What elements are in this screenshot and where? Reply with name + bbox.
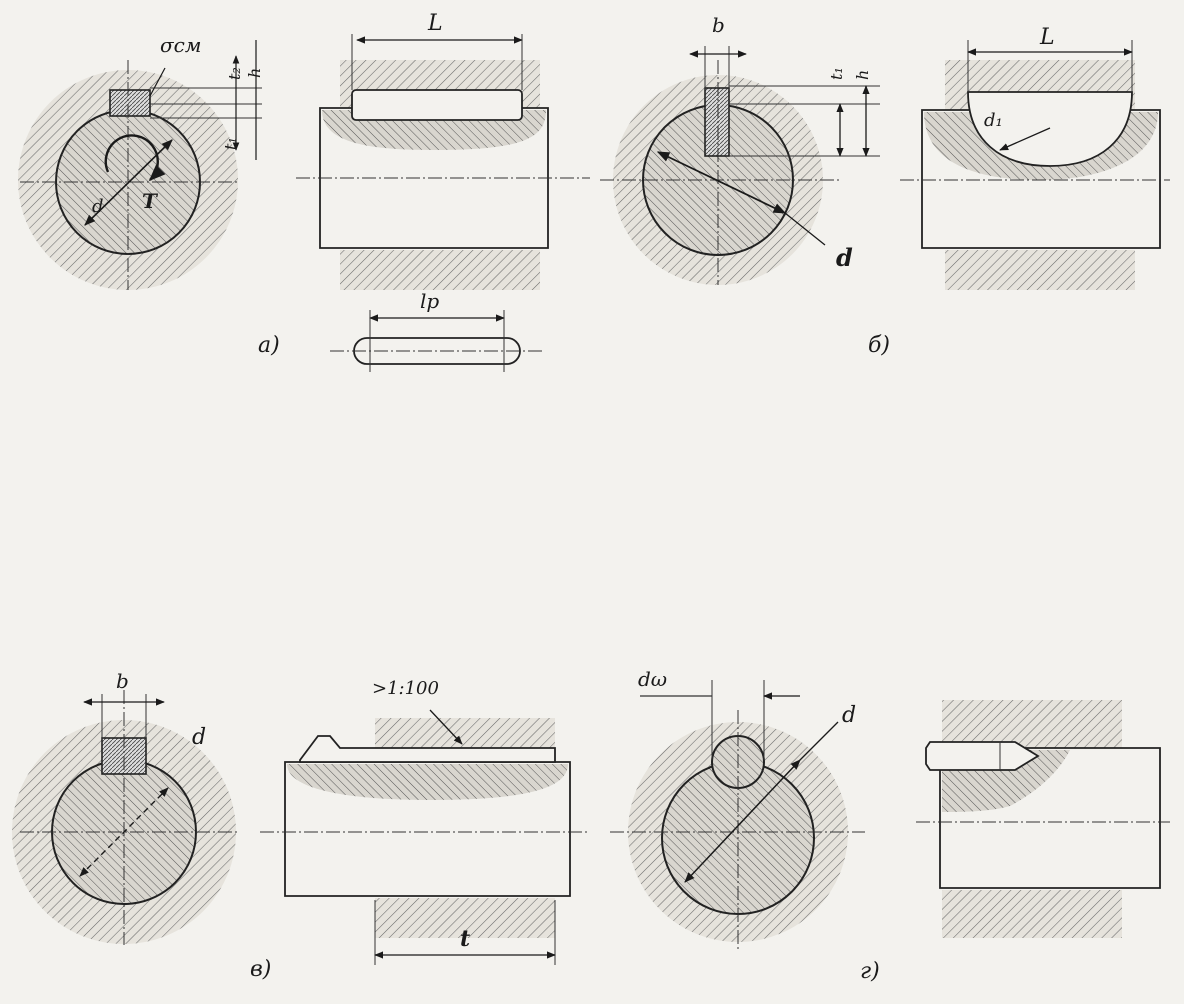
diameter-dimension <box>79 787 169 877</box>
figure-v-longitudinal: >1:100 t в) <box>250 678 590 982</box>
b-label-v: b <box>116 669 129 693</box>
sigma-cm-label: σсм <box>160 33 201 57</box>
taper-leader <box>429 709 463 745</box>
figure-v-caption: в) <box>250 957 271 982</box>
figure-v-cross-section: b d <box>12 669 240 945</box>
segment-key <box>967 91 1133 167</box>
b-label-b: b <box>712 13 725 37</box>
segment-key-section <box>704 87 730 157</box>
h-label-b: h <box>853 70 872 80</box>
figure-a: σсм t₂ h t₁ d T L lр а) <box>18 11 590 372</box>
pin-longitudinal <box>925 741 1040 771</box>
hub-bottom-hatch <box>375 898 555 938</box>
t1-label-a: t₁ <box>221 137 240 150</box>
hub-bottom-hatch <box>340 250 540 290</box>
hub-bottom-hatch <box>942 890 1122 938</box>
d-label-g: d <box>842 703 856 728</box>
d1-dimension <box>999 127 1051 151</box>
d-label-v: d <box>192 725 206 750</box>
figure-b-cross-section: b t₁ h d <box>600 13 880 285</box>
diameter-dimension <box>656 151 787 214</box>
t2-label: t₂ <box>225 67 244 80</box>
figure-g-longitudinal: г) <box>860 700 1170 984</box>
figure-v: b d >1:100 t в) <box>12 669 590 982</box>
sigma-leader <box>149 67 166 97</box>
taper-label: >1:100 <box>372 678 439 699</box>
figure-b: b t₁ h d L d₁ б) <box>600 13 1170 358</box>
dw-label: dω <box>638 667 667 691</box>
lp-label: lр <box>420 289 439 313</box>
diameter-dimension <box>684 759 801 883</box>
gib-head-key <box>299 735 556 763</box>
figure-g: dω d г) <box>610 667 1170 984</box>
t1-label-b: t₁ <box>827 67 846 80</box>
hub-top-hatch <box>942 700 1122 748</box>
figure-g-caption: г) <box>860 959 880 984</box>
torque-label: T <box>142 189 159 213</box>
L-label-a: L <box>427 11 443 36</box>
t-label: t <box>460 926 470 952</box>
figure-b-longitudinal: L d₁ б) <box>868 25 1170 358</box>
key-section <box>109 89 151 117</box>
shaft-broken-hatch <box>287 764 568 800</box>
hub-bottom-hatch <box>945 250 1135 290</box>
torque-arrow <box>104 134 166 182</box>
figure-b-caption: б) <box>868 333 890 358</box>
key-longitudinal <box>351 89 523 121</box>
L-label-b: L <box>1039 25 1055 50</box>
d-label-b: d <box>836 243 853 272</box>
d1-label: d₁ <box>984 110 1003 131</box>
h-label-a: h <box>245 68 264 78</box>
figure-a-cross-section: σсм t₂ h t₁ d T <box>18 33 264 290</box>
d-label-a: d <box>92 196 104 217</box>
figure-g-cross-section: dω d <box>610 667 865 950</box>
figure-a-caption: а) <box>258 333 280 358</box>
figure-a-longitudinal: L lр а) <box>258 11 590 372</box>
